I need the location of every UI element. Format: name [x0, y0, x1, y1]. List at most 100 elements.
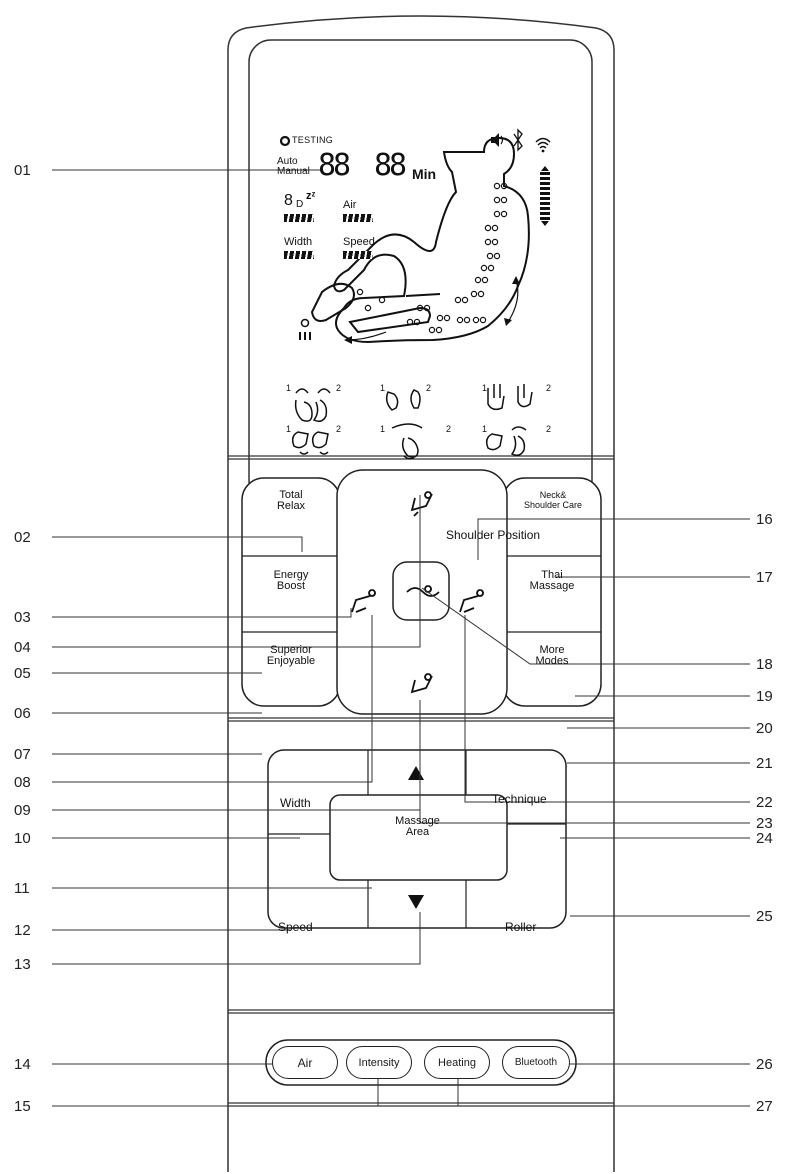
right-mode-group: [502, 477, 602, 707]
heating-button[interactable]: Heating: [424, 1046, 490, 1079]
technique-number: 2: [446, 424, 452, 434]
lcd-sleep-sub: D: [296, 199, 304, 210]
roller-button[interactable]: Roller: [505, 920, 537, 934]
callout-13: 13: [14, 956, 31, 973]
callout-14: 14: [14, 1056, 31, 1073]
callout-27: 27: [756, 1098, 773, 1115]
technique-button[interactable]: Technique: [492, 792, 547, 806]
lcd-width-bars: [284, 251, 314, 259]
lcd-sleep-bars: [284, 214, 314, 222]
technique-icons: [291, 384, 533, 460]
massage-area-label[interactable]: Massage Area: [395, 815, 440, 838]
technique-number: 2: [546, 424, 552, 434]
more-modes-button[interactable]: More Modes: [535, 644, 569, 667]
foot-roller-icon: [300, 318, 310, 328]
superior-enjoyable-button[interactable]: Superior Enjoyable: [266, 644, 316, 667]
lcd-digits-right: 88: [374, 148, 407, 183]
width-button[interactable]: Width: [280, 796, 311, 810]
callout-16: 16: [756, 511, 773, 528]
technique-number: 1: [286, 424, 292, 434]
tap-hand-icon: [385, 389, 421, 411]
callout-23: 23: [756, 815, 773, 832]
left-mode-group: [241, 477, 341, 707]
callout-08: 08: [14, 774, 31, 791]
callout-leaders: [52, 169, 750, 1107]
technique-number: 2: [546, 383, 552, 393]
lcd-speed-label: Speed: [343, 236, 375, 248]
technique-number: 2: [336, 424, 342, 434]
technique-number: 1: [482, 424, 488, 434]
callout-15: 15: [14, 1098, 31, 1115]
callout-22: 22: [756, 794, 773, 811]
remote-body-outline: [227, 15, 615, 1172]
clap-hand-icon: [487, 384, 533, 411]
lcd-manual-label: Manual: [277, 166, 310, 177]
combo-hand-icon: [485, 426, 527, 457]
air-button[interactable]: Air: [272, 1046, 338, 1079]
callout-25: 25: [756, 908, 773, 925]
technique-number: 1: [482, 383, 488, 393]
legrest-down-icon: [459, 589, 484, 613]
callout-21: 21: [756, 755, 773, 772]
volume-icon: [491, 133, 499, 147]
lcd-auto-label: Auto: [277, 156, 298, 167]
lcd-sleep-zz: zᶻ: [306, 190, 316, 202]
technique-number: 1: [286, 383, 292, 393]
lcd-speed-bars: [343, 251, 373, 259]
callout-06: 06: [14, 705, 31, 722]
technique-number: 2: [336, 383, 342, 393]
body-outline-icon: [332, 136, 530, 344]
lcd-air-bars: [343, 214, 373, 222]
shiatsu-hand-icon: [391, 423, 423, 460]
knock-hand-icon: [291, 431, 329, 455]
callout-20: 20: [756, 720, 773, 737]
shoulder-position-label: Shoulder Position: [446, 528, 541, 542]
callout-24: 24: [756, 830, 773, 847]
backrest-up-icon: [410, 491, 433, 517]
lcd-width-label: Width: [284, 236, 313, 248]
knead-hand-icon: [294, 399, 328, 423]
testing-ring-icon: [279, 135, 291, 147]
technique-number: 2: [426, 383, 432, 393]
arrow-left-icon: [344, 336, 352, 344]
technique-number: 1: [380, 383, 386, 393]
lcd-graphics: [279, 128, 551, 460]
callout-17: 17: [756, 569, 773, 586]
callout-11: 11: [14, 880, 30, 897]
lcd-testing-label: TESTING: [292, 135, 334, 145]
neck-shoulder-care-button[interactable]: Neck& Shoulder Care: [523, 490, 583, 510]
callout-07: 07: [14, 746, 31, 763]
technique-number: 1: [380, 424, 386, 434]
callout-26: 26: [756, 1056, 773, 1073]
lcd-sleep-digit: 8: [284, 192, 293, 209]
lcd-air-label: Air: [343, 199, 357, 211]
callout-04: 04: [14, 639, 31, 656]
callout-05: 05: [14, 665, 31, 682]
speed-button[interactable]: Speed: [278, 920, 313, 934]
massage-node-icons: [356, 182, 508, 334]
bottom-pill-group: [265, 1039, 577, 1086]
lcd-min-label: Min: [412, 166, 437, 182]
backrest-down-icon: [410, 673, 433, 694]
callout-19: 19: [756, 688, 773, 705]
callout-10: 10: [14, 830, 31, 847]
energy-boost-button[interactable]: Energy Boost: [273, 569, 309, 592]
callout-09: 09: [14, 802, 31, 819]
legrest-up-icon: [351, 589, 376, 613]
callout-03: 03: [14, 609, 31, 626]
callout-12: 12: [14, 922, 31, 939]
bluetooth-button[interactable]: Bluetooth: [502, 1046, 570, 1079]
callout-02: 02: [14, 529, 31, 546]
thai-massage-button[interactable]: Thai Massage: [529, 569, 575, 592]
recline-icons: [351, 491, 484, 694]
massage-area-button: [329, 794, 508, 881]
area-down-triangle-icon: [408, 895, 424, 909]
lcd-digits-left: 88: [318, 148, 351, 183]
callout-18: 18: [756, 656, 773, 673]
intensity-button[interactable]: Intensity: [346, 1046, 412, 1079]
total-relax-button[interactable]: Total Relax: [276, 489, 306, 512]
callout-01: 01: [14, 162, 31, 179]
bluetooth-icon: [513, 128, 523, 152]
